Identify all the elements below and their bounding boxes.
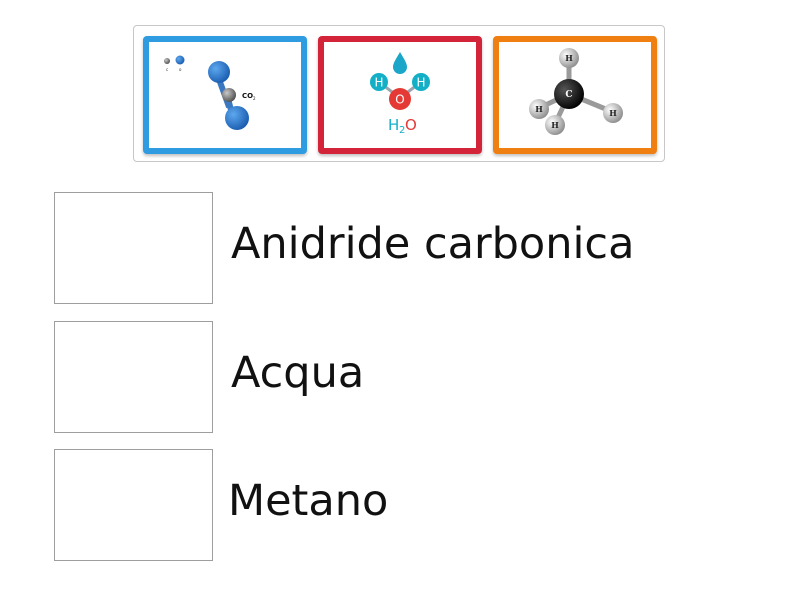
legend-c-label: c [166,67,168,72]
oxygen-atom [389,88,411,110]
drop-slot-3[interactable] [54,449,213,561]
h-label-right: H [416,76,425,90]
hydrogen-atom-bottom [545,115,565,135]
carbon-atom [554,79,584,109]
h2o-molecule-card[interactable]: H O H H 2 O [318,36,482,154]
co2-molecule-image: c o CO 2 [164,55,256,130]
co2-molecule-card[interactable]: c o CO 2 [143,36,307,154]
c-label: C [565,90,572,100]
h-label-left: H [535,104,543,114]
hydrogen-atom-right [603,103,623,123]
co2-subscript: 2 [253,96,256,101]
answer-tray: c o CO 2 H O H H 2 O [133,25,665,162]
row-label-1: Anidride carbonica [231,219,635,269]
formula-o: O [405,116,417,134]
h-label-top: H [565,53,573,63]
formula-subscript: 2 [399,125,405,136]
h-label-right: H [609,108,617,118]
row-label-2: Acqua [231,348,365,398]
ch4-molecule-card[interactable]: H C H H H [493,36,657,154]
h-label-left: H [374,76,383,90]
co2-text: CO [242,92,253,100]
hydrogen-atom-top [559,48,579,68]
row-label-3: Metano [228,476,389,526]
legend-o-label: o [179,67,182,72]
drop-slot-1[interactable] [54,192,213,304]
formula-h: H [388,116,399,134]
drop-slot-2[interactable] [54,321,213,433]
oxygen-atom-bottom [225,106,249,130]
ch4-molecule-image: H C H H H [529,48,623,135]
hydrogen-atom-left [529,99,549,119]
hydrogen-atom-right [412,73,430,91]
hydrogen-atom-left [370,73,388,91]
carbon-atom [222,88,236,102]
legend-oxygen-icon [175,55,185,65]
legend-carbon-icon [164,58,170,64]
oxygen-atom-top [208,61,230,83]
water-drop-icon [393,52,407,74]
h-label-bottom: H [551,120,559,130]
o-label: O [395,93,404,107]
h2o-molecule-image: H O H H 2 O [370,52,430,136]
